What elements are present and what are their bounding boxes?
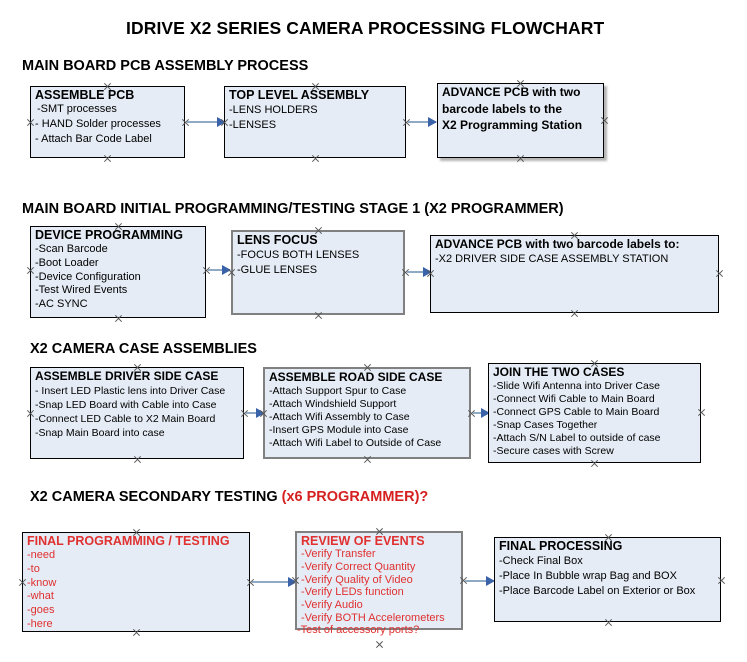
box-join-the-two-cases[interactable]: JOIN THE TWO CASES -Slide Wifi Antenna i…	[488, 363, 701, 463]
section-title-main-board-pcb-assembly: MAIN BOARD PCB ASSEMBLY PROCESS	[22, 58, 308, 74]
box-line: -Verify Transfer	[301, 548, 376, 561]
box-line: -SMT processes	[37, 103, 117, 116]
box-line: -Snap Main Board into case	[35, 427, 165, 440]
page-title: IDRIVE X2 SERIES CAMERA PROCESSING FLOWC…	[126, 18, 605, 38]
box-line: -Verify Correct Quantity	[301, 560, 416, 573]
connector-arrow	[252, 577, 297, 587]
box-line: -Check Final Box	[499, 555, 583, 568]
box-heading: ADVANCE PCB with two	[442, 85, 581, 99]
box-heading: DEVICE PROGRAMMING	[35, 228, 183, 242]
box-line-overflow: -Test of accessory ports?	[297, 624, 420, 637]
box-device-programming[interactable]: DEVICE PROGRAMMING -Scan Barcode -Boot L…	[30, 226, 206, 318]
box-line: -Attach S/N Label to outside of case	[493, 432, 661, 445]
box-line: -to	[27, 562, 40, 575]
box-line: -Snap Cases Together	[493, 419, 598, 432]
section-title-main-board-initial-programming: MAIN BOARD INITIAL PROGRAMMING/TESTING S…	[22, 201, 564, 217]
box-heading: TOP LEVEL ASSEMBLY	[229, 88, 370, 102]
box-line: -Place Barcode Label on Exterior or Box	[499, 584, 696, 597]
box-advance-pcb-to-driver-side-case[interactable]: ADVANCE PCB with two barcode labels to: …	[430, 235, 719, 313]
box-heading: ASSEMBLE ROAD SIDE CASE	[269, 370, 443, 384]
box-line: -Attach Wifi Assembly to Case	[269, 410, 410, 423]
box-line: -Place In Bubble wrap Bag and BOX	[499, 569, 677, 582]
arrowhead-icon	[288, 577, 297, 587]
box-line: -Scan Barcode	[35, 243, 108, 256]
box-heading: LENS FOCUS	[237, 233, 318, 247]
section-title-text: X2 CAMERA SECONDARY TESTING	[30, 489, 282, 505]
box-line: -Verify Audio	[301, 598, 363, 611]
connector-arrow	[407, 267, 432, 277]
box-line: -Test Wired Events	[35, 284, 128, 297]
box-heading: ADVANCE PCB with two barcode labels to:	[435, 237, 680, 251]
box-heading: FINAL PROCESSING	[499, 539, 623, 553]
box-line: -Snap LED Board with Cable into Case	[35, 398, 217, 411]
section-title-suffix: (x6 PROGRAMMER)?	[281, 489, 429, 505]
box-assemble-driver-side-case[interactable]: ASSEMBLE DRIVER SIDE CASE - Insert LED P…	[30, 367, 244, 459]
box-line: -here	[27, 617, 53, 630]
box-line: - HAND Solder processes	[35, 117, 161, 130]
box-advance-pcb-to-x2-programming-station[interactable]: ADVANCE PCB with two barcode labels to t…	[437, 83, 604, 158]
section-title-x2-camera-secondary-testing: X2 CAMERA SECONDARY TESTING (x6 PROGRAMM…	[30, 489, 428, 505]
box-line: -Verify Quality of Video	[301, 573, 413, 586]
box-line: -Attach Windshield Support	[269, 397, 397, 410]
arrowhead-icon	[217, 117, 226, 127]
selection-handle[interactable]	[375, 640, 384, 649]
arrowhead-icon	[486, 576, 495, 586]
box-line: - Insert LED Plastic lens into Driver Ca…	[35, 384, 226, 397]
box-line: -Verify BOTH Accelerometers	[301, 611, 445, 624]
connector-arrow	[473, 408, 490, 418]
box-line: -Insert GPS Module into Case	[269, 424, 409, 437]
arrowhead-icon	[423, 267, 432, 277]
box-heading: JOIN THE TWO CASES	[493, 365, 625, 379]
box-line: -know	[27, 576, 57, 589]
connector-arrow	[465, 576, 495, 586]
box-line: -LENSES	[229, 118, 277, 131]
box-line: -AC SYNC	[35, 297, 88, 310]
box-final-processing[interactable]: FINAL PROCESSING -Check Final Box -Place…	[494, 537, 721, 622]
box-line: -Connect GPS Cable to Main Board	[493, 405, 660, 418]
connector-arrow	[187, 117, 226, 127]
box-line: -Connect Wifi Cable to Main Board	[493, 392, 655, 405]
section-title-text: MAIN BOARD PCB ASSEMBLY PROCESS	[22, 58, 309, 74]
arrowhead-icon	[481, 408, 490, 418]
arrowhead-icon	[256, 408, 265, 418]
box-line: -goes	[27, 603, 55, 616]
box-heading: REVIEW OF EVENTS	[301, 534, 425, 548]
box-assemble-road-side-case[interactable]: ASSEMBLE ROAD SIDE CASE -Attach Support …	[263, 367, 471, 459]
box-line: -Attach Wifi Label to Outside of Case	[269, 437, 442, 450]
arrowhead-icon	[428, 117, 437, 127]
box-review-of-events[interactable]: REVIEW OF EVENTS -Verify Transfer -Verif…	[295, 531, 463, 636]
box-line: -Connect LED Cable to X2 Main Board	[35, 412, 216, 425]
box-line: -X2 DRIVER SIDE CASE ASSEMBLY STATION	[435, 252, 669, 265]
connector-arrow	[408, 117, 437, 127]
box-line: -FOCUS BOTH LENSES	[237, 249, 360, 262]
box-heading: ASSEMBLE DRIVER SIDE CASE	[35, 369, 219, 383]
box-lens-focus[interactable]: LENS FOCUS -FOCUS BOTH LENSES -GLUE LENS…	[231, 230, 405, 315]
box-line: - Attach Bar Code Label	[35, 132, 152, 145]
box-line: -Secure cases with Screw	[493, 445, 614, 458]
box-line: -Boot Loader	[35, 256, 99, 269]
box-top-level-assembly[interactable]: TOP LEVEL ASSEMBLY -LENS HOLDERS -LENSES	[224, 86, 406, 158]
box-heading: ASSEMBLE PCB	[35, 88, 135, 102]
section-title-text: MAIN BOARD INITIAL PROGRAMMING/TESTING S…	[22, 201, 564, 217]
box-line: -what	[27, 590, 54, 603]
box-line: -Attach Support Spur to Case	[269, 384, 407, 397]
box-line: -Verify LEDs function	[301, 586, 404, 599]
box-assemble-pcb[interactable]: ASSEMBLE PCB -SMT processes - HAND Solde…	[30, 86, 185, 158]
arrowhead-icon	[222, 265, 231, 275]
box-line: -Slide Wifi Antenna into Driver Case	[493, 379, 660, 392]
box-line: -need	[27, 549, 56, 562]
section-title-x2-camera-case-assemblies: X2 CAMERA CASE ASSEMBLIES	[30, 341, 257, 357]
box-line: barcode labels to the	[442, 101, 563, 116]
box-line: -Device Configuration	[35, 270, 141, 283]
connector-arrow	[208, 265, 231, 275]
box-final-programming-testing[interactable]: FINAL PROGRAMMING / TESTING -need -to -k…	[22, 532, 250, 632]
box-heading: FINAL PROGRAMMING / TESTING	[27, 534, 230, 548]
connector-arrow	[246, 408, 265, 418]
section-title-text: X2 CAMERA CASE ASSEMBLIES	[30, 341, 257, 357]
box-line: -LENS HOLDERS	[229, 104, 318, 117]
box-line: X2 Programming Station	[442, 118, 583, 133]
box-line: -GLUE LENSES	[237, 263, 318, 276]
